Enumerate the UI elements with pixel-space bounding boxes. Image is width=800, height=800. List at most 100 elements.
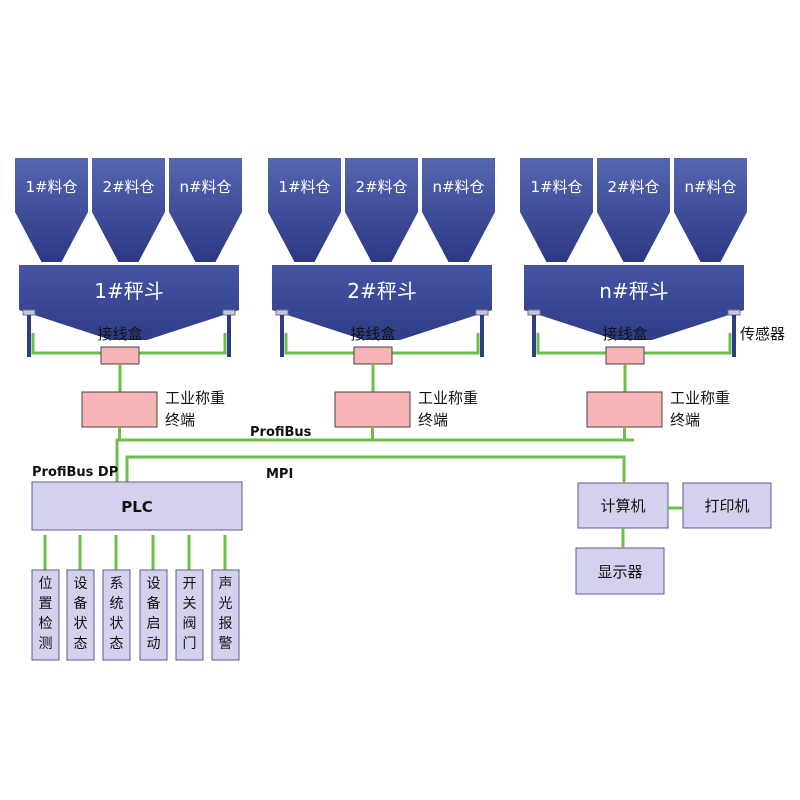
sensor-bracket [527,309,541,316]
terminal-label: 工业称重 [418,389,478,407]
io-box [175,569,204,661]
junction-box [605,346,645,365]
load-sensor [280,315,284,357]
silo [169,158,242,262]
terminal-label: 终端 [418,411,448,429]
silo [422,158,495,262]
silo-label: 1#料仓 [278,178,330,196]
silo-label: 1#料仓 [25,178,77,196]
silo-label: 2#料仓 [607,178,659,196]
sensor-wire [284,333,354,355]
junction-box [353,346,393,365]
sensor-wire [392,333,480,355]
load-sensor [732,315,736,357]
silo-label: n#料仓 [432,178,484,196]
weigh-hopper [524,265,744,340]
io-char: 关 [183,596,197,612]
junction-box [100,346,140,365]
sensor-bracket [275,309,289,316]
sensor-wire [644,333,732,355]
io-char: 状 [110,616,124,632]
sensor-wire [139,333,227,355]
computer-box [577,482,669,529]
silo-label: n#料仓 [684,178,736,196]
weighing-terminal [586,391,663,428]
io-box [139,569,168,661]
silo-label: 2#料仓 [102,178,154,196]
io-box [211,569,240,661]
hopper-label: 2#秤斗 [347,279,416,303]
silo [674,158,747,262]
io-char: 开 [183,576,197,592]
terminal-label: 工业称重 [165,389,225,407]
junction-box-label: 接线盒 [602,325,647,343]
io-char: 位 [39,576,53,592]
plc-box [31,481,243,531]
io-char: 态 [74,636,88,652]
io-char: 光 [219,596,233,612]
display-box [575,547,665,595]
io-char: 测 [39,636,53,652]
terminal-label: 终端 [165,411,195,429]
io-char: 启 [147,616,161,632]
mpi-line [125,455,626,482]
load-sensor [480,315,484,357]
weighing-terminal [334,391,411,428]
printer-box [682,482,772,529]
silo-label: n#料仓 [179,178,231,196]
io-char: 警 [219,636,233,652]
io-char: 检 [39,616,53,632]
profibus-label: ProfiBus [250,425,312,440]
weigh-hopper [19,265,239,340]
sensor-wire [31,333,101,355]
weighing-terminal [81,391,158,428]
io-char: 设 [74,576,88,592]
io-char: 动 [147,636,161,652]
silo [520,158,593,262]
io-char: 系 [110,576,124,592]
junction-box-label: 接线盒 [97,325,142,343]
hopper-label: n#秤斗 [599,279,668,303]
sensor-wire [536,333,606,355]
display-label: 显示器 [597,563,642,581]
hopper-label: 1#秤斗 [94,279,163,303]
silo [345,158,418,262]
io-char: 阀 [183,616,197,632]
io-box [31,569,60,661]
load-sensor [227,315,231,357]
weigh-hopper [272,265,492,340]
mpi-label: MPI [266,467,293,482]
terminal-label: 工业称重 [670,389,730,407]
profibus-dp-label: ProfiBus DP [32,465,118,480]
io-char: 统 [110,596,124,612]
silo-label: 2#料仓 [355,178,407,196]
sensor-bracket [475,309,489,316]
io-char: 态 [110,636,124,652]
io-char: 状 [74,616,88,632]
io-char: 置 [39,596,53,612]
io-char: 声 [219,576,233,592]
io-char: 报 [219,616,233,632]
sensor-bracket [22,309,36,316]
profibus-line [115,438,634,482]
junction-box-label: 接线盒 [350,325,395,343]
load-sensor [27,315,31,357]
silo [92,158,165,262]
sensor-label: 传感器 [740,325,785,343]
silo-label: 1#料仓 [530,178,582,196]
computer-label: 计算机 [600,497,645,515]
silo [15,158,88,262]
io-char: 备 [74,595,88,612]
sensor-bracket [222,309,236,316]
